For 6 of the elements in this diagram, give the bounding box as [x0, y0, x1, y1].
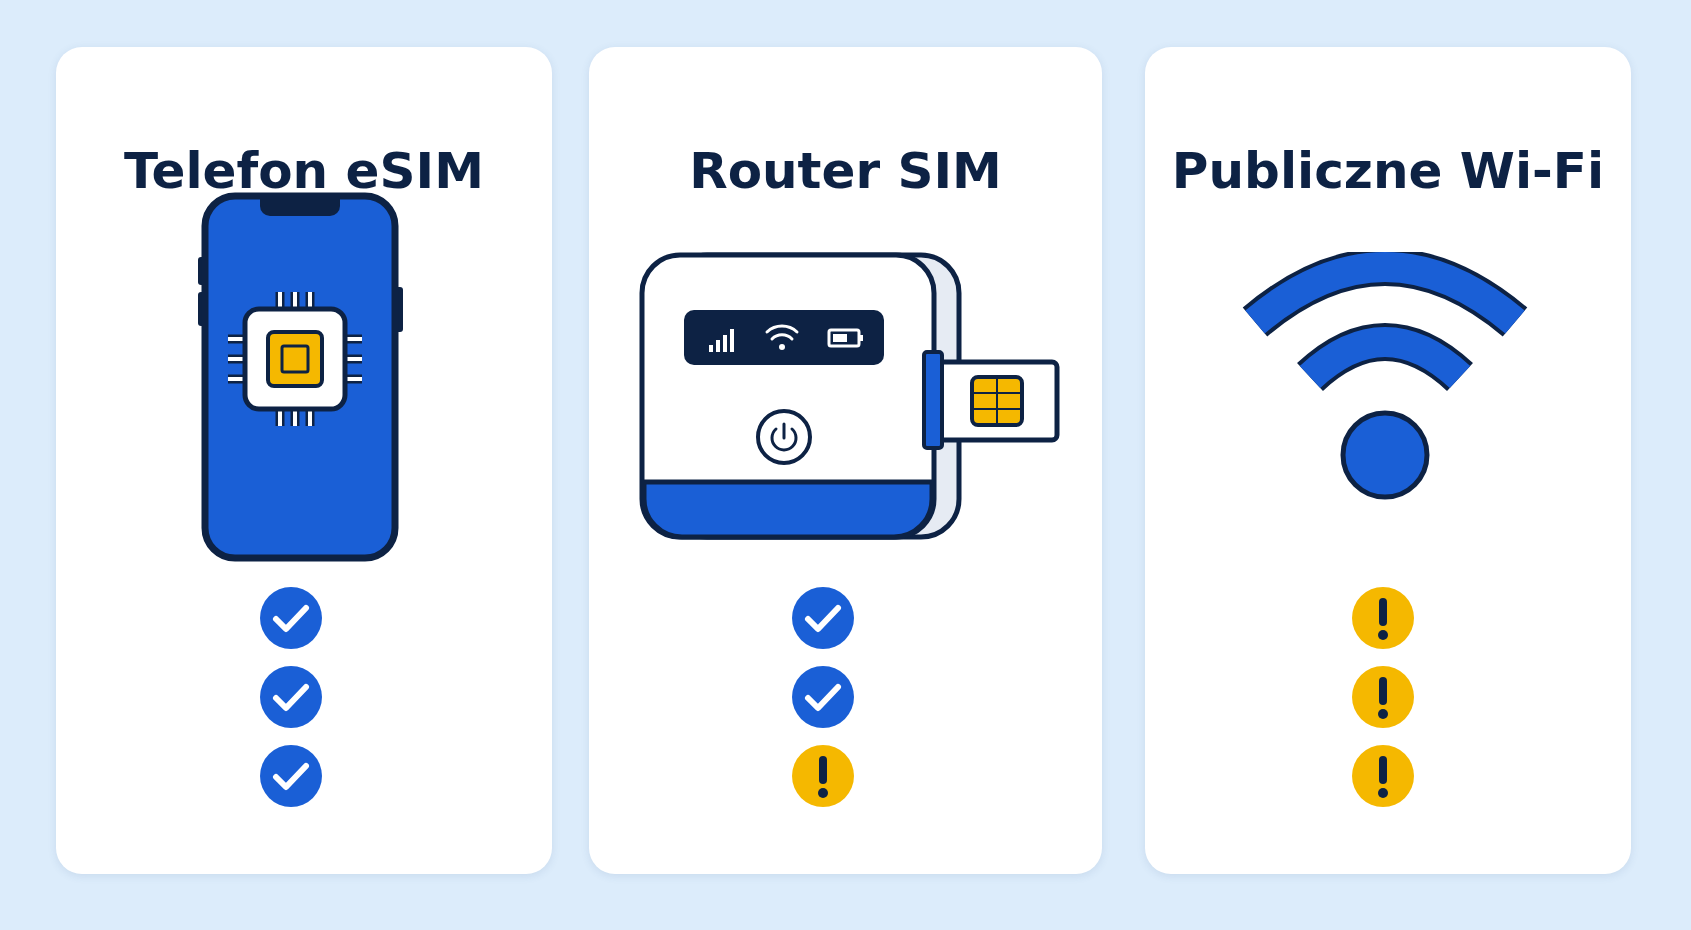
card-title: Telefon eSIM: [124, 142, 484, 200]
option-card: [1145, 47, 1631, 874]
option-card: [589, 47, 1102, 874]
option-card: [56, 47, 552, 874]
card-title: Publiczne Wi-Fi: [1171, 142, 1605, 200]
card-title: Router SIM: [689, 142, 1002, 200]
